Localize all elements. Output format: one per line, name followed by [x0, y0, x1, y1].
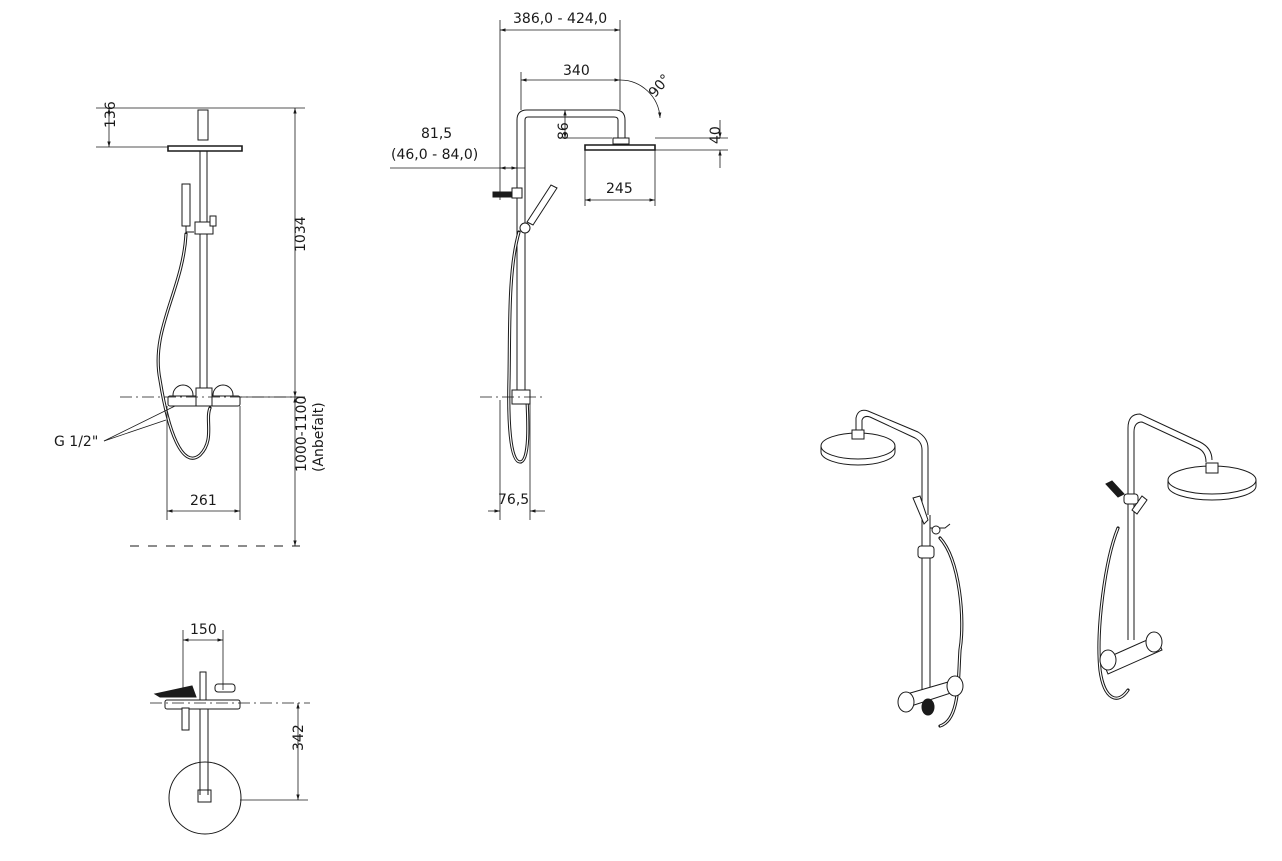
- dim-base-depth: 76,5: [498, 492, 529, 508]
- dim-mount-height: 1000-1100: [294, 396, 310, 472]
- dim-arm-length: 340: [563, 63, 590, 79]
- side-view: 386,0 - 424,0 340 90° 81,5 (46,0 - 84,0)…: [390, 11, 728, 520]
- dim-head-projection: 342: [291, 724, 307, 751]
- dim-inlet-spacing: 150: [190, 622, 217, 638]
- dim-wall-offset-range: (46,0 - 84,0): [391, 147, 478, 163]
- dim-head-thickness: 40: [708, 126, 724, 144]
- dim-head-drop: 136: [103, 101, 119, 128]
- top-view: 150 342: [150, 622, 310, 835]
- iso-right-hand-shower: [1131, 495, 1148, 515]
- top-mixer-body: [164, 699, 241, 710]
- top-shower-head: [168, 761, 242, 835]
- front-view: G 1/2" 136 1034 1000-1100 (Anbefalt) 261: [54, 101, 327, 547]
- dim-arm-reach: 386,0 - 424,0: [513, 11, 607, 27]
- front-head-connector: [197, 109, 209, 141]
- side-shower-head: [584, 144, 656, 151]
- iso-left-arm: [855, 409, 929, 515]
- dim-mixer-width: 261: [190, 493, 217, 509]
- iso-right-handle: [1105, 480, 1125, 498]
- iso-left-hand-shower: [912, 495, 929, 525]
- front-slider: [194, 221, 214, 235]
- iso-right-arm: [1127, 413, 1213, 640]
- label-connection: G 1/2": [54, 434, 98, 450]
- dim-head-diameter: 245: [606, 181, 633, 197]
- iso-view-left: [820, 409, 964, 728]
- side-hand-shower: [526, 184, 558, 226]
- front-hose: [156, 232, 212, 460]
- iso-view-right: [1097, 413, 1257, 700]
- dim-wall-offset: 81,5: [421, 126, 452, 142]
- dim-arm-angle: 90°: [646, 71, 674, 100]
- side-diverter: [511, 187, 523, 199]
- side-arm-inner: [524, 116, 619, 138]
- front-shower-head: [167, 145, 243, 152]
- dim-mount-height-note: (Anbefalt): [311, 402, 327, 472]
- top-handle-right: [214, 683, 236, 693]
- dim-arm-drop: 86: [556, 122, 572, 140]
- front-slider-knob: [209, 215, 217, 227]
- top-handle-left: [153, 685, 197, 698]
- dim-total-height: 1034: [293, 216, 309, 252]
- front-hand-shower: [181, 183, 191, 227]
- side-arm-outer: [516, 109, 626, 138]
